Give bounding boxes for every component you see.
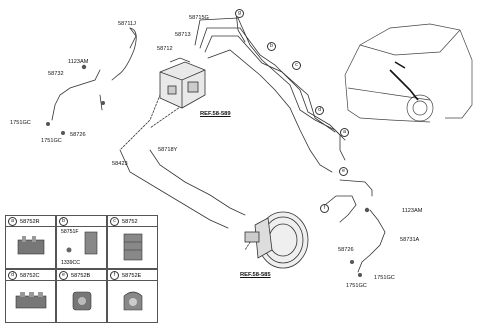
callout-c: c [292,61,301,70]
label-1123am-right: 1123AM [402,208,423,214]
brake-booster [244,211,309,269]
label-58715g: 58715G [189,15,209,21]
label-58731a: 58731A [400,237,420,243]
ref-brake-booster[interactable]: REF.58-585 [240,272,271,278]
brake-tube-b [199,27,346,161]
vehicle-icon [344,23,473,123]
brake-tube-d [207,49,333,173]
label-58423: 58423 [112,161,128,167]
part-number: 58752R [20,218,40,225]
label-58712: 58712 [157,46,173,52]
callout-a: a [340,128,349,137]
label-1751gc-right2: 1751GC [374,275,395,281]
label-58711j: 58711J [118,21,136,27]
callout-g: g [235,9,244,18]
label-1751gc-right1: 1751GC [346,283,367,289]
brake-tube-c [204,35,336,133]
label-58726-left: 58726 [70,132,86,138]
callout-d: d [315,106,324,115]
label-1751gc-left: 1751GC [10,120,31,126]
label-58726-right: 58726 [338,247,354,253]
brake-tube-58711j [111,27,137,81]
clip-58752c-icon [15,292,47,309]
part-cell-b: b 58751F 1339CC [56,215,107,269]
callout-b: b [267,42,276,51]
callout-e: e [339,167,348,176]
clip-58751f-icon [66,231,98,255]
label-1751gc-left2: 1751GC [41,138,62,144]
clip-58752r-icon [17,236,45,255]
ref-abs-module[interactable]: REF.58-589 [200,111,231,117]
sensor-harness-right [357,209,386,273]
label-58713: 58713 [175,32,191,38]
brake-tube-g [235,11,246,43]
label-58732: 58732 [48,71,64,77]
label-58718y: 58718Y [158,147,178,153]
brake-tube-e [339,179,373,197]
label-1123am-top: 1123AM [68,59,89,65]
clip-58752-icon [123,233,143,261]
part-number-1339cc: 1339CC [61,260,81,266]
brake-tube-58423 [119,149,229,229]
abs-module [159,57,206,109]
clip-58752e-icon [123,291,143,311]
clip-58752b-icon [72,291,92,311]
brake-tube-f [324,195,357,223]
brake-tube-58718y [149,149,246,216]
callout-f: f [320,204,329,213]
part-number-58751f: 58751F [61,229,79,235]
sensor-harness-left [51,69,101,121]
